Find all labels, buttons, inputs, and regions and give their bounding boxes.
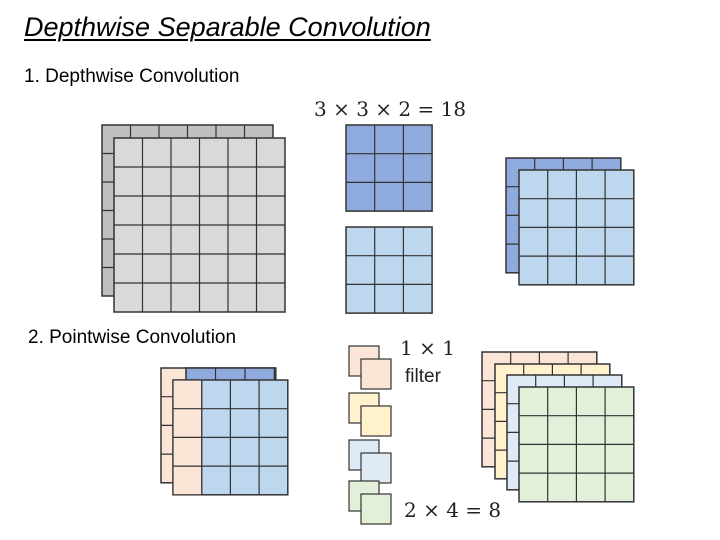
diagram-title: Depthwise Separable Convolution (24, 12, 431, 42)
pointwise-filter-label: filter (405, 366, 441, 387)
pointwise-output-4 (518, 386, 635, 503)
pointwise-filter-size: 1 × 1 (400, 336, 455, 360)
depthwise-section-label: 1. Depthwise Convolution (24, 66, 240, 87)
pointwise-filter-front-1 (360, 358, 392, 390)
depthwise-kernel-1 (345, 124, 433, 212)
depthwise-params-equation: 3 × 3 × 2 = 18 (314, 97, 467, 121)
pointwise-filter-front-3 (360, 452, 392, 484)
pointwise-count-equation: 2 × 4 = 8 (404, 498, 502, 522)
pointwise-filter-front-2 (360, 405, 392, 437)
depthwise-output-front (518, 169, 635, 286)
pointwise-filter-front-4 (360, 493, 392, 525)
input-channel-front (113, 137, 286, 313)
pointwise-section-label: 2. Pointwise Convolution (28, 327, 237, 348)
depthwise-kernel-2 (345, 226, 433, 314)
